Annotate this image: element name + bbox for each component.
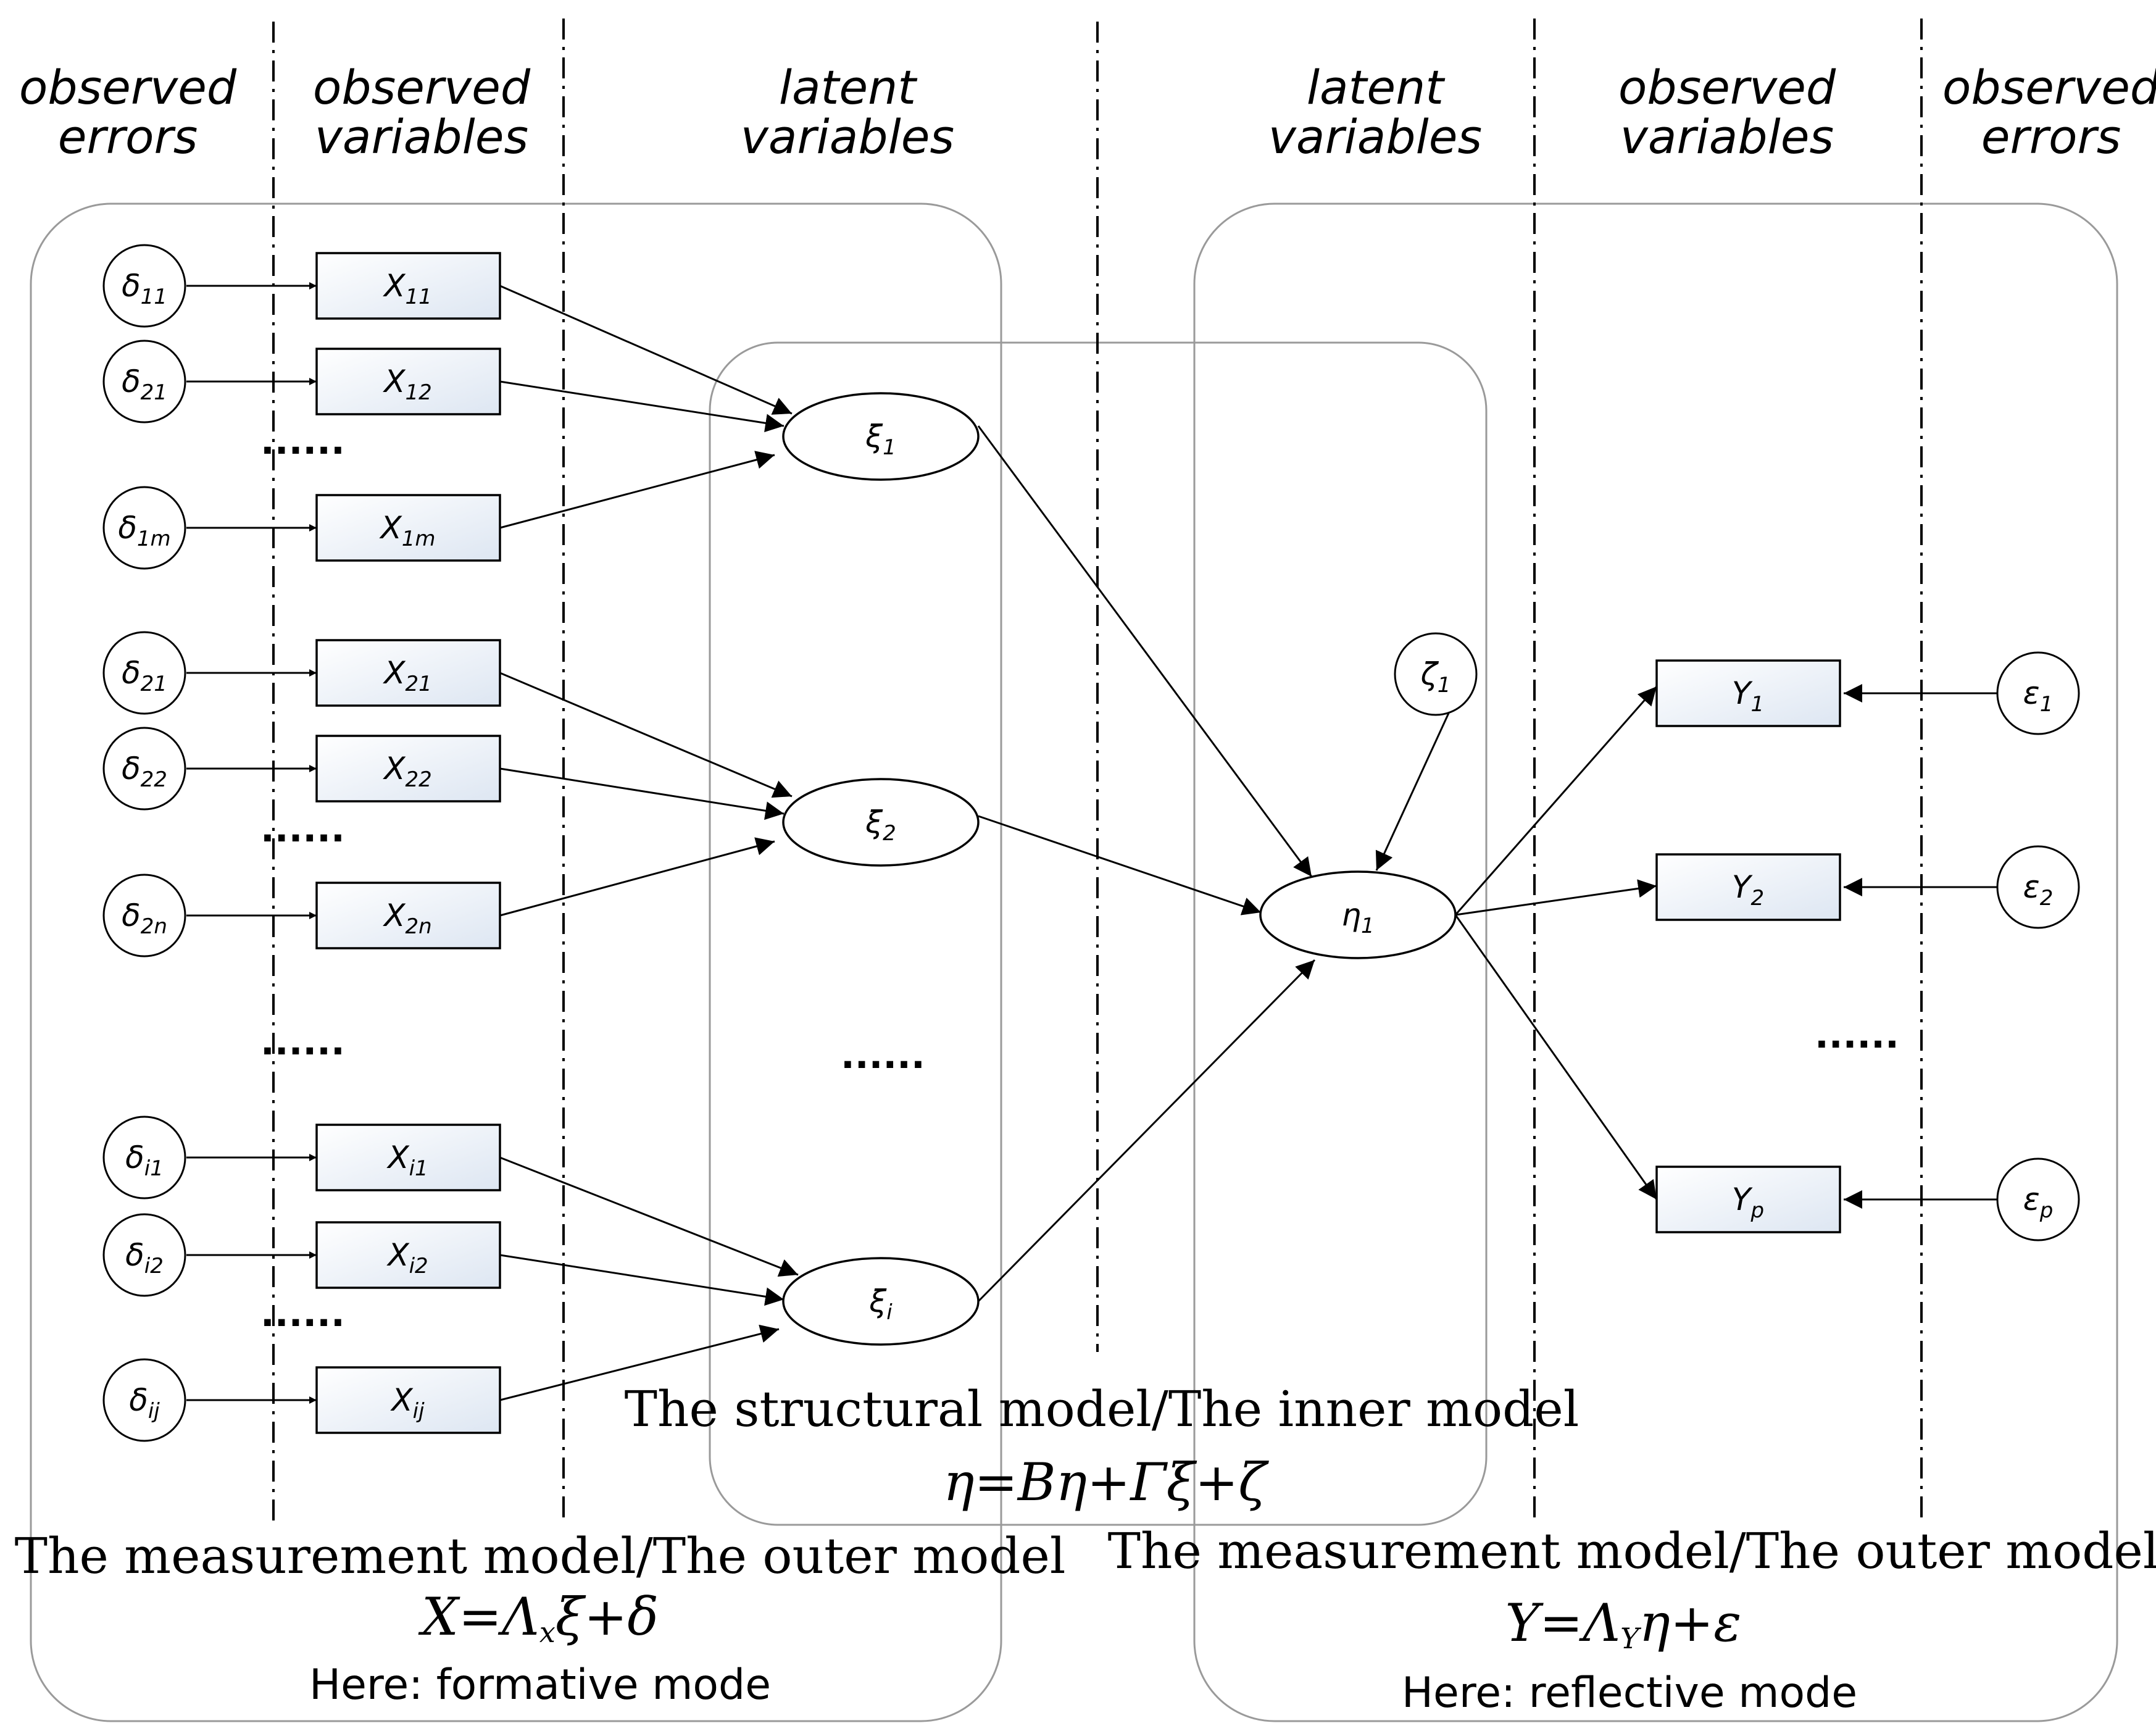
ellipsis-x1: ...... bbox=[260, 420, 345, 463]
svg-text:ε2: ε2 bbox=[2023, 869, 2054, 911]
svg-text:Y2: Y2 bbox=[1732, 869, 1764, 911]
svg-text:errors: errors bbox=[58, 109, 198, 164]
xi-2-node: ξ2 bbox=[782, 778, 980, 867]
ellipsis-xi: ...... bbox=[260, 1292, 345, 1335]
delta-21-node: δ21 bbox=[102, 340, 186, 423]
svg-text:δi1: δi1 bbox=[125, 1140, 164, 1181]
svg-text:δ11: δ11 bbox=[122, 268, 167, 309]
error-arrows-left bbox=[186, 282, 317, 1404]
header-observed-errors-left: observed errors bbox=[19, 60, 237, 164]
header-latent-variables-right: latent variables bbox=[1268, 60, 1482, 164]
svg-text:δ21: δ21 bbox=[122, 364, 167, 405]
svg-text:X1m: X1m bbox=[378, 510, 435, 551]
svg-text:Yp: Yp bbox=[1732, 1182, 1764, 1223]
svg-text:X2n: X2n bbox=[382, 898, 431, 939]
svg-text:εp: εp bbox=[2023, 1182, 2054, 1223]
structural-arrows bbox=[977, 425, 1454, 1303]
x-11-box: X11 bbox=[315, 252, 501, 320]
structural-model-equation: η=Bη+Γξ+ζ bbox=[943, 1452, 1269, 1512]
x-12-box: X12 bbox=[315, 348, 501, 415]
svg-text:Xi1: Xi1 bbox=[386, 1140, 428, 1181]
zeta-1-node: ζ1 bbox=[1394, 632, 1478, 716]
right-measurement-panel bbox=[1193, 202, 2118, 1722]
x-ij-box: Xij bbox=[315, 1366, 501, 1434]
x-21-box: X21 bbox=[315, 639, 501, 707]
delta-22-node: δ22 bbox=[102, 727, 186, 811]
delta-2n-node: δ2n bbox=[102, 874, 186, 957]
delta-ij-node: δij bbox=[102, 1358, 186, 1442]
delta-i1-node: δi1 bbox=[102, 1116, 186, 1199]
svg-text:errors: errors bbox=[1981, 109, 2121, 164]
loading-arrows-reflective bbox=[1454, 684, 1997, 1209]
right-mode-note: Here: reflective mode bbox=[1402, 1669, 1857, 1717]
left-mode-note: Here: formative mode bbox=[309, 1661, 771, 1709]
svg-text:observed: observed bbox=[19, 60, 237, 115]
header-observed-errors-right: observed errors bbox=[1942, 60, 2156, 164]
delta-1m-node: δ1m bbox=[102, 486, 186, 570]
svg-text:latent: latent bbox=[1307, 60, 1446, 115]
ellipsis-latent: ...... bbox=[841, 1034, 925, 1077]
svg-text:η1: η1 bbox=[1341, 897, 1374, 938]
svg-text:ξ1: ξ1 bbox=[865, 419, 896, 460]
svg-text:variables: variables bbox=[741, 109, 954, 164]
svg-text:δij: δij bbox=[129, 1382, 160, 1424]
x-2n-box: X2n bbox=[315, 882, 501, 949]
header-observed-variables-left: observed variables bbox=[313, 60, 531, 164]
svg-text:X21: X21 bbox=[382, 655, 432, 696]
delta-11-node: δ11 bbox=[102, 244, 186, 328]
header-latent-variables-left: latent variables bbox=[741, 60, 954, 164]
ellipsis-x2: ...... bbox=[260, 807, 345, 851]
x-22-box: X22 bbox=[315, 735, 501, 803]
svg-text:ε1: ε1 bbox=[2023, 675, 2054, 717]
svg-text:δ21: δ21 bbox=[122, 655, 167, 696]
left-measurement-title: The measurement model/The outer model bbox=[15, 1527, 1066, 1585]
svg-text:X22: X22 bbox=[382, 751, 432, 792]
ellipsis-y: ...... bbox=[1815, 1014, 1899, 1057]
svg-text:X11: X11 bbox=[382, 268, 432, 309]
svg-text:variables: variables bbox=[315, 109, 528, 164]
x-i2-box: Xi2 bbox=[315, 1221, 501, 1289]
svg-text:δ1m: δ1m bbox=[118, 510, 170, 551]
svg-text:variables: variables bbox=[1620, 109, 1834, 164]
svg-text:X12: X12 bbox=[382, 364, 432, 405]
svg-text:ξ2: ξ2 bbox=[865, 804, 896, 846]
svg-text:Xi2: Xi2 bbox=[386, 1237, 428, 1278]
delta-21-node-second: δ21 bbox=[102, 631, 186, 715]
svg-text:variables: variables bbox=[1268, 109, 1482, 164]
svg-text:Xij: Xij bbox=[389, 1382, 425, 1424]
x-1m-box: X1m bbox=[315, 494, 501, 562]
y-2-box: Y2 bbox=[1655, 853, 1841, 921]
svg-text:δi2: δi2 bbox=[125, 1237, 164, 1278]
svg-text:ξi: ξi bbox=[868, 1283, 893, 1325]
left-measurement-equation: X=Λxξ+δ bbox=[418, 1587, 659, 1649]
xi-1-node: ξ1 bbox=[782, 392, 980, 481]
structural-model-title: The structural model/The inner model bbox=[625, 1380, 1580, 1438]
svg-text:ζ1: ζ1 bbox=[1420, 656, 1451, 698]
left-measurement-panel bbox=[30, 202, 1002, 1722]
svg-text:Y1: Y1 bbox=[1732, 675, 1764, 717]
right-measurement-title: The measurement model/The outer model bbox=[1108, 1522, 2156, 1580]
svg-text:δ2n: δ2n bbox=[122, 898, 167, 939]
y-p-box: Yp bbox=[1655, 1166, 1841, 1233]
eta-1-node: η1 bbox=[1259, 870, 1457, 959]
svg-text:observed: observed bbox=[1618, 60, 1836, 115]
epsilon-1-node: ε1 bbox=[1996, 651, 2080, 735]
y-1-box: Y1 bbox=[1655, 659, 1841, 727]
x-i1-box: Xi1 bbox=[315, 1124, 501, 1191]
svg-text:observed: observed bbox=[1942, 60, 2156, 115]
delta-i2-node: δi2 bbox=[102, 1213, 186, 1297]
ellipsis-groups: ...... bbox=[260, 1020, 345, 1064]
right-measurement-equation: Y=ΛYη+ε bbox=[1505, 1593, 1742, 1655]
xi-i-node: ξi bbox=[782, 1257, 980, 1346]
loading-arrows-formative bbox=[499, 285, 799, 1401]
svg-text:δ22: δ22 bbox=[122, 751, 167, 792]
header-observed-variables-right: observed variables bbox=[1618, 60, 1836, 164]
svg-text:latent: latent bbox=[779, 60, 918, 115]
epsilon-p-node: εp bbox=[1996, 1157, 2080, 1241]
svg-text:observed: observed bbox=[313, 60, 531, 115]
epsilon-2-node: ε2 bbox=[1996, 845, 2080, 929]
